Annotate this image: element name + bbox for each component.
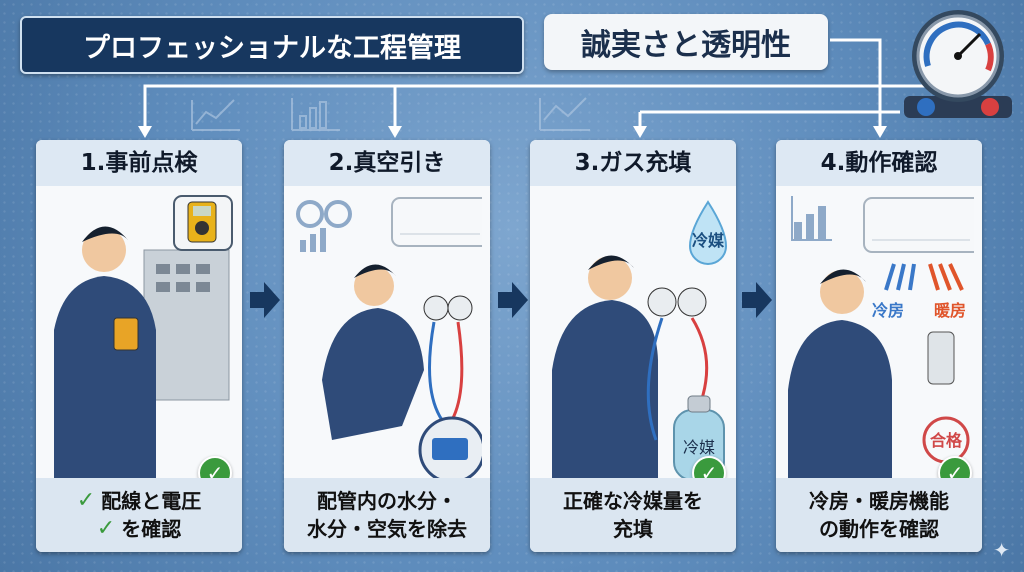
step-3-line-1: 正確な冷媒量を bbox=[563, 489, 703, 513]
step-2-caption: 配管内の水分・ 水分・空気を除去 bbox=[284, 478, 490, 552]
step-2-line-2: 水分・空気を除去 bbox=[307, 517, 467, 541]
pass-stamp-label: 合格 bbox=[930, 431, 963, 450]
main-title: プロフェッショナルな工程管理 bbox=[20, 16, 524, 74]
step-4-title: 4.動作確認 bbox=[776, 140, 982, 186]
check-icon: ✓ bbox=[76, 488, 96, 513]
subtitle-badge: 誠実さと透明性 bbox=[544, 14, 828, 70]
manifold-gauge-icon bbox=[904, 10, 1012, 118]
step-3-panel: 3.ガス充填 冷媒 冷媒 ✓ 正確な冷媒量を 充填 bbox=[530, 140, 736, 552]
step-1-caption: ✓配線と電圧 ✓を確認 bbox=[36, 478, 242, 552]
step-3-caption: 正確な冷媒量を 充填 bbox=[530, 478, 736, 552]
cooling-label: 冷房 bbox=[872, 301, 904, 320]
step-1-title: 1.事前点検 bbox=[36, 140, 242, 186]
technician-gas-charging-illustration: 冷媒 冷媒 bbox=[552, 200, 728, 480]
refrigerant-drop-label: 冷媒 bbox=[692, 231, 725, 250]
step-3-title: 3.ガス充填 bbox=[530, 140, 736, 186]
step-4-caption: 冷房・暖房機能 の動作を確認 bbox=[776, 478, 982, 552]
cylinder-label: 冷媒 bbox=[683, 438, 715, 457]
step-1-line-1: 配線と電圧 bbox=[101, 489, 202, 513]
heating-label: 暖房 bbox=[934, 301, 966, 320]
step-2-panel: 2.真空引き 配管内の水分・ 水分・空気を除去 bbox=[284, 140, 490, 552]
step-4-panel: 4.動作確認 冷房 暖房 合格 ✓ 冷房・暖房機能 の動作を確認 bbox=[776, 140, 982, 552]
step-4-line-2: の動作を確認 bbox=[819, 517, 939, 541]
next-arrow-icon bbox=[498, 282, 528, 318]
check-icon: ✓ bbox=[96, 516, 116, 541]
technician-vacuum-illustration bbox=[296, 197, 482, 480]
step-1-panel: 1.事前点検 ✓ ✓配線と電圧 ✓を確認 bbox=[36, 140, 242, 552]
step-2-title: 2.真空引き bbox=[284, 140, 490, 186]
sparkle-icon: ✦ bbox=[993, 538, 1010, 562]
technician-inspection-illustration bbox=[54, 195, 233, 480]
step-4-line-1: 冷房・暖房機能 bbox=[809, 489, 949, 513]
step-1-line-2: を確認 bbox=[121, 517, 182, 541]
step-3-line-2: 充填 bbox=[613, 517, 653, 541]
next-arrow-icon bbox=[250, 282, 280, 318]
next-arrow-icon bbox=[742, 282, 772, 318]
technician-operation-check-illustration: 冷房 暖房 合格 bbox=[788, 196, 974, 480]
step-2-line-1: 配管内の水分・ bbox=[317, 489, 457, 513]
